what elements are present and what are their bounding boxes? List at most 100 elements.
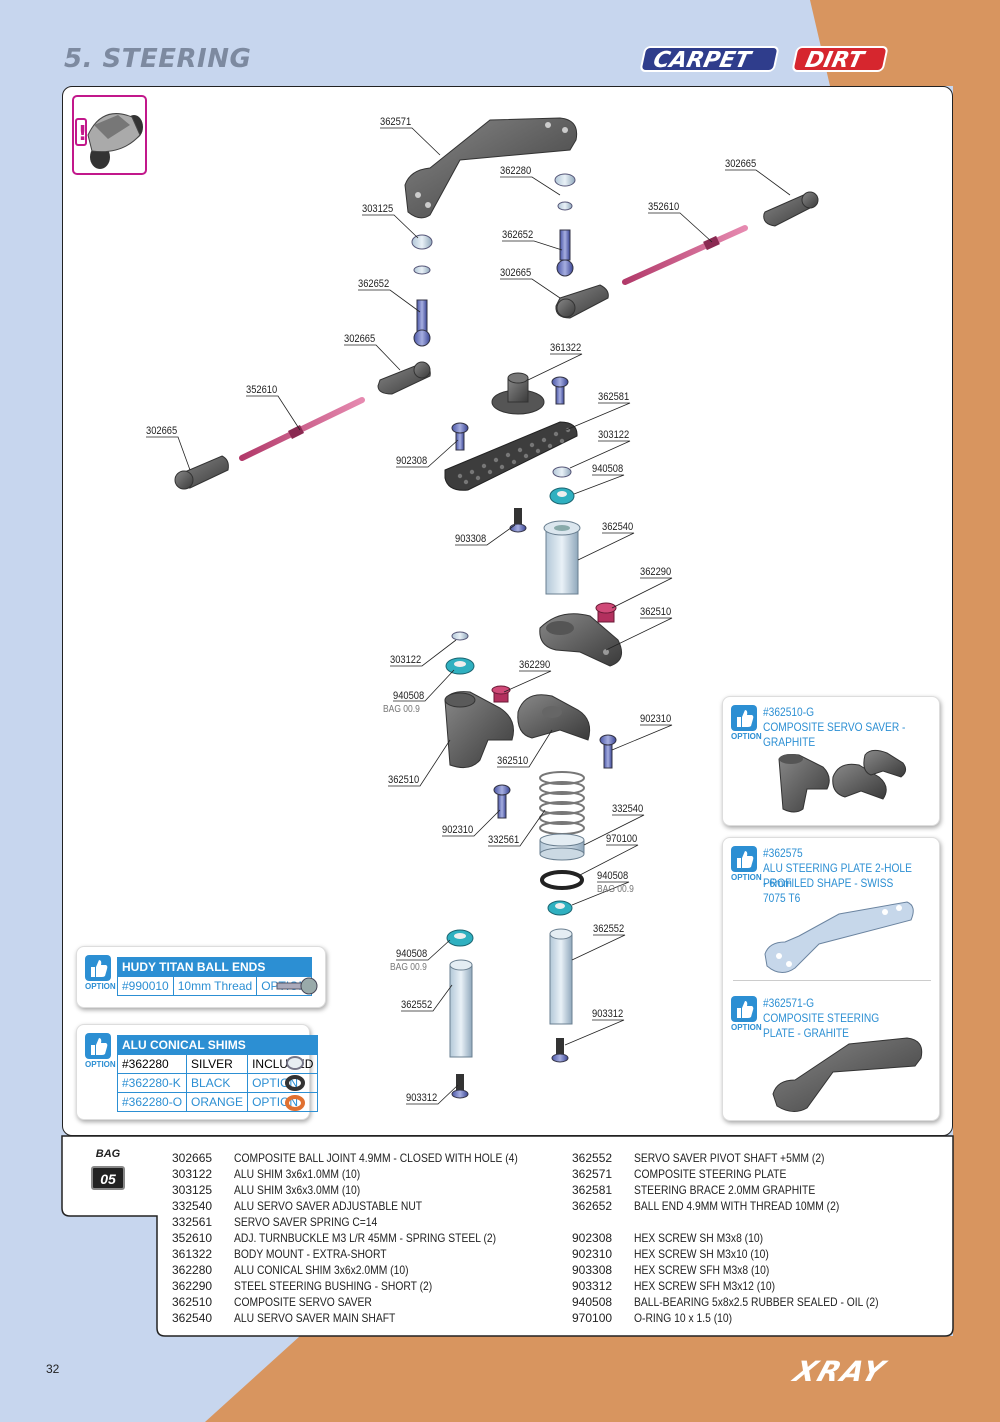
divider	[733, 980, 931, 981]
callout-362290: 362290	[519, 659, 551, 671]
bag-note: BAG 00.9	[597, 884, 634, 895]
callout-302665: 302665	[146, 425, 178, 437]
bag-note: BAG 00.9	[390, 962, 427, 973]
shim-color: ORANGE	[186, 1092, 249, 1112]
callout-940508: 940508	[393, 690, 425, 702]
composite-steering-plate-image	[772, 1037, 923, 1112]
callout-361322: 361322	[550, 342, 582, 354]
thumbs-up-icon	[731, 846, 757, 872]
callout-362552: 362552	[593, 923, 625, 935]
thumbs-up-icon	[731, 996, 757, 1022]
shim-color: SILVER	[186, 1054, 249, 1074]
callout-332540: 332540	[612, 803, 644, 815]
callout-902310: 902310	[442, 824, 474, 836]
callout-303125: 303125	[362, 203, 394, 215]
callout-352610: 352610	[246, 384, 278, 396]
option-title: ALU STEERING PLATE 2-HOLE - 6mm	[763, 861, 912, 890]
alu-steering-plate-image	[764, 901, 914, 973]
callout-302665: 302665	[500, 267, 532, 279]
option-title: COMPOSITE SERVO SAVER - GRAPHITE	[763, 720, 906, 749]
callout-362652: 362652	[502, 229, 534, 241]
list-item	[572, 1214, 918, 1230]
hudy-thread: 10mm Thread	[172, 976, 258, 996]
callout-903308: 903308	[455, 533, 487, 545]
callout-303122: 303122	[598, 429, 630, 441]
callout-352610: 352610	[648, 201, 680, 213]
option-code: #362510-G	[763, 705, 815, 719]
page-title: 5. STEERING	[64, 44, 252, 74]
bag-number: 05	[91, 1166, 125, 1190]
callout-362280: 362280	[500, 165, 532, 177]
option-box-hudy: OPTION HUDY TITAN BALL ENDS #990010 10mm…	[76, 946, 326, 1008]
callout-362510: 362510	[497, 755, 529, 767]
option-code: #362571-G	[763, 996, 815, 1010]
callout-902308: 902308	[396, 455, 428, 467]
callout-303122: 303122	[390, 654, 422, 666]
car-thumbnail: !	[72, 95, 147, 175]
servo-saver-graphite-image	[778, 749, 907, 813]
hudy-table-title: HUDY TITAN BALL ENDS	[116, 957, 313, 977]
ball-end-icon	[276, 977, 318, 995]
callout-362581: 362581	[598, 391, 630, 403]
option-title: COMPOSITE STEERING PLATE - GRAHITE	[763, 1011, 880, 1040]
shim-color: BLACK	[186, 1073, 249, 1093]
steering-plate-362571	[404, 117, 578, 219]
callout-940508: 940508	[597, 870, 629, 882]
callout-903312: 903312	[406, 1092, 438, 1104]
shim-code: #362280-K	[116, 1073, 188, 1093]
thumbs-up-icon	[85, 1033, 111, 1059]
callout-362571: 362571	[380, 116, 412, 128]
callout-362290: 362290	[640, 566, 672, 578]
hudy-code: #990010	[117, 976, 174, 996]
shim-code: #362280	[116, 1054, 188, 1074]
hudy-table: HUDY TITAN BALL ENDS #990010 10mm Thread…	[116, 957, 313, 996]
option-label: OPTION	[85, 1060, 116, 1069]
option-code: #362575	[763, 846, 803, 860]
callout-940508: 940508	[592, 463, 624, 475]
callout-362552: 362552	[401, 999, 433, 1011]
xray-logo: XRAY	[789, 1355, 891, 1388]
callout-332561: 332561	[488, 834, 520, 846]
callout-903312: 903312	[592, 1008, 624, 1020]
option-label: OPTION	[731, 873, 762, 882]
thumbs-up-icon	[85, 955, 111, 981]
shim-code: #362280-O	[116, 1092, 188, 1112]
option-title: PROFILED SHAPE - SWISS 7075 T6	[763, 876, 894, 905]
callout-362510: 362510	[388, 774, 420, 786]
bag-badge: BAG 05	[85, 1148, 131, 1190]
callout-362510: 362510	[640, 606, 672, 618]
option-label: OPTION	[731, 1023, 762, 1032]
option-box-servo-saver: OPTION #362510-G COMPOSITE SERVO SAVER -…	[722, 696, 940, 826]
option-box-shims: OPTION ALU CONICAL SHIMS #362280 SILVER …	[76, 1024, 319, 1120]
page-number: 32	[46, 1362, 60, 1376]
callout-902310: 902310	[640, 713, 672, 725]
bag-label: BAG	[95, 1148, 121, 1160]
option-box-steering-plates: OPTION #362575 ALU STEERING PLATE 2-HOLE…	[722, 837, 940, 1121]
shims-table-title: ALU CONICAL SHIMS	[116, 1035, 319, 1055]
thumbs-up-icon	[731, 705, 757, 731]
shim-swatches-icon	[285, 1056, 305, 1111]
